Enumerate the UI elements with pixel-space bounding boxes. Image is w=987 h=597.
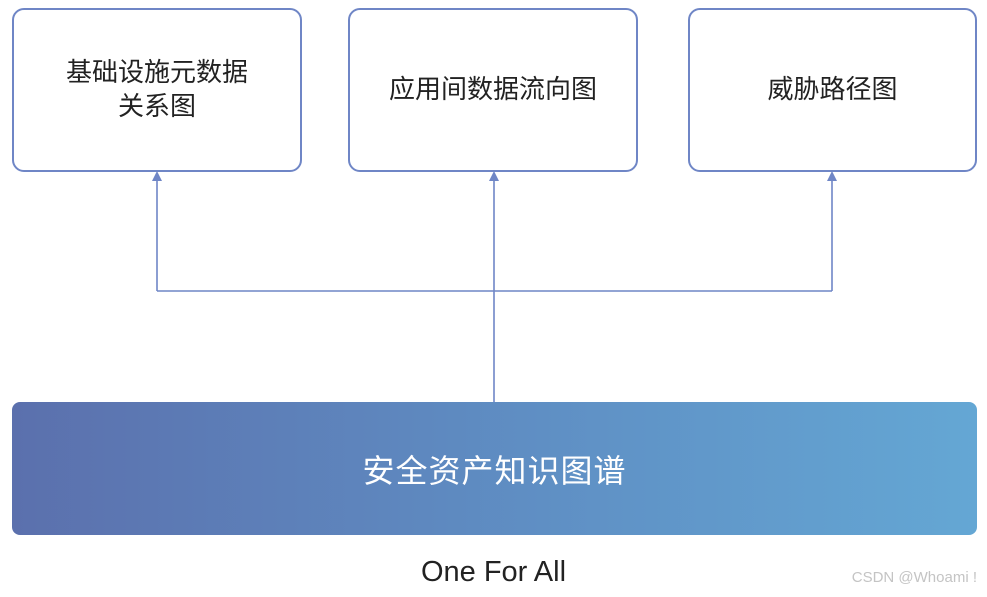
node-label-line: 基础设施元数据 bbox=[65, 58, 248, 88]
tagline: One For All bbox=[420, 556, 567, 588]
node-label-line: 应用间数据流向图 bbox=[388, 75, 597, 105]
watermark: CSDN @Whoami ! bbox=[851, 569, 977, 586]
node-app-data-flow-graph: 应用间数据流向图 bbox=[348, 8, 638, 172]
base-knowledge-graph-bar: 安全资产知识图谱 bbox=[12, 402, 977, 535]
node-infrastructure-metadata-graph: 基础设施元数据 关系图 bbox=[12, 8, 302, 172]
base-bar-label: 安全资产知识图谱 bbox=[362, 451, 627, 490]
node-label-line: 威胁路径图 bbox=[767, 75, 898, 105]
node-label-line: 关系图 bbox=[117, 92, 196, 122]
node-threat-path-graph: 威胁路径图 bbox=[688, 8, 977, 172]
